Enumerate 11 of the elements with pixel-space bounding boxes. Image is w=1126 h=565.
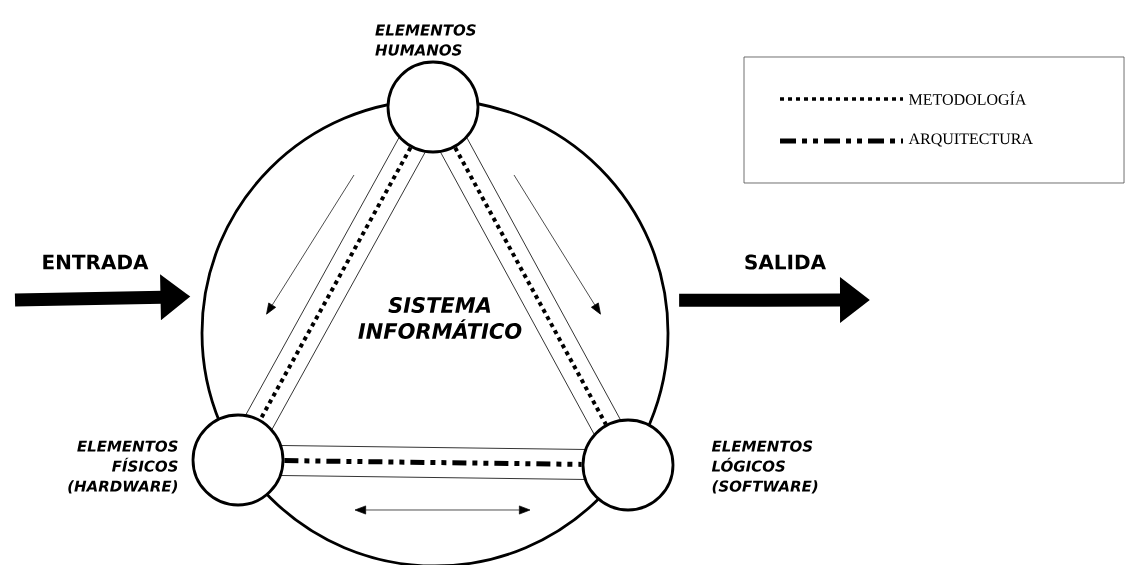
node-label: ELEMENTOS LÓGICOS (SOFTWARE) (711, 440, 818, 494)
connector-line (453, 146, 608, 426)
connector-line (284, 458, 582, 467)
legend-label: ARQUITECTURA (908, 133, 1033, 147)
edge-label: ENTRADA (43, 254, 149, 270)
node-label: SISTEMA INFORMÁTICO (358, 297, 522, 339)
legend-label: METODOLOGÍA (909, 91, 1027, 105)
node-label: ELEMENTOS FÍSICOS (HARDWARE) (68, 440, 178, 494)
edge-label: SALIDA (745, 254, 826, 270)
connector-line (258, 146, 413, 421)
node-label: ELEMENTOS HUMANOS (375, 24, 476, 56)
